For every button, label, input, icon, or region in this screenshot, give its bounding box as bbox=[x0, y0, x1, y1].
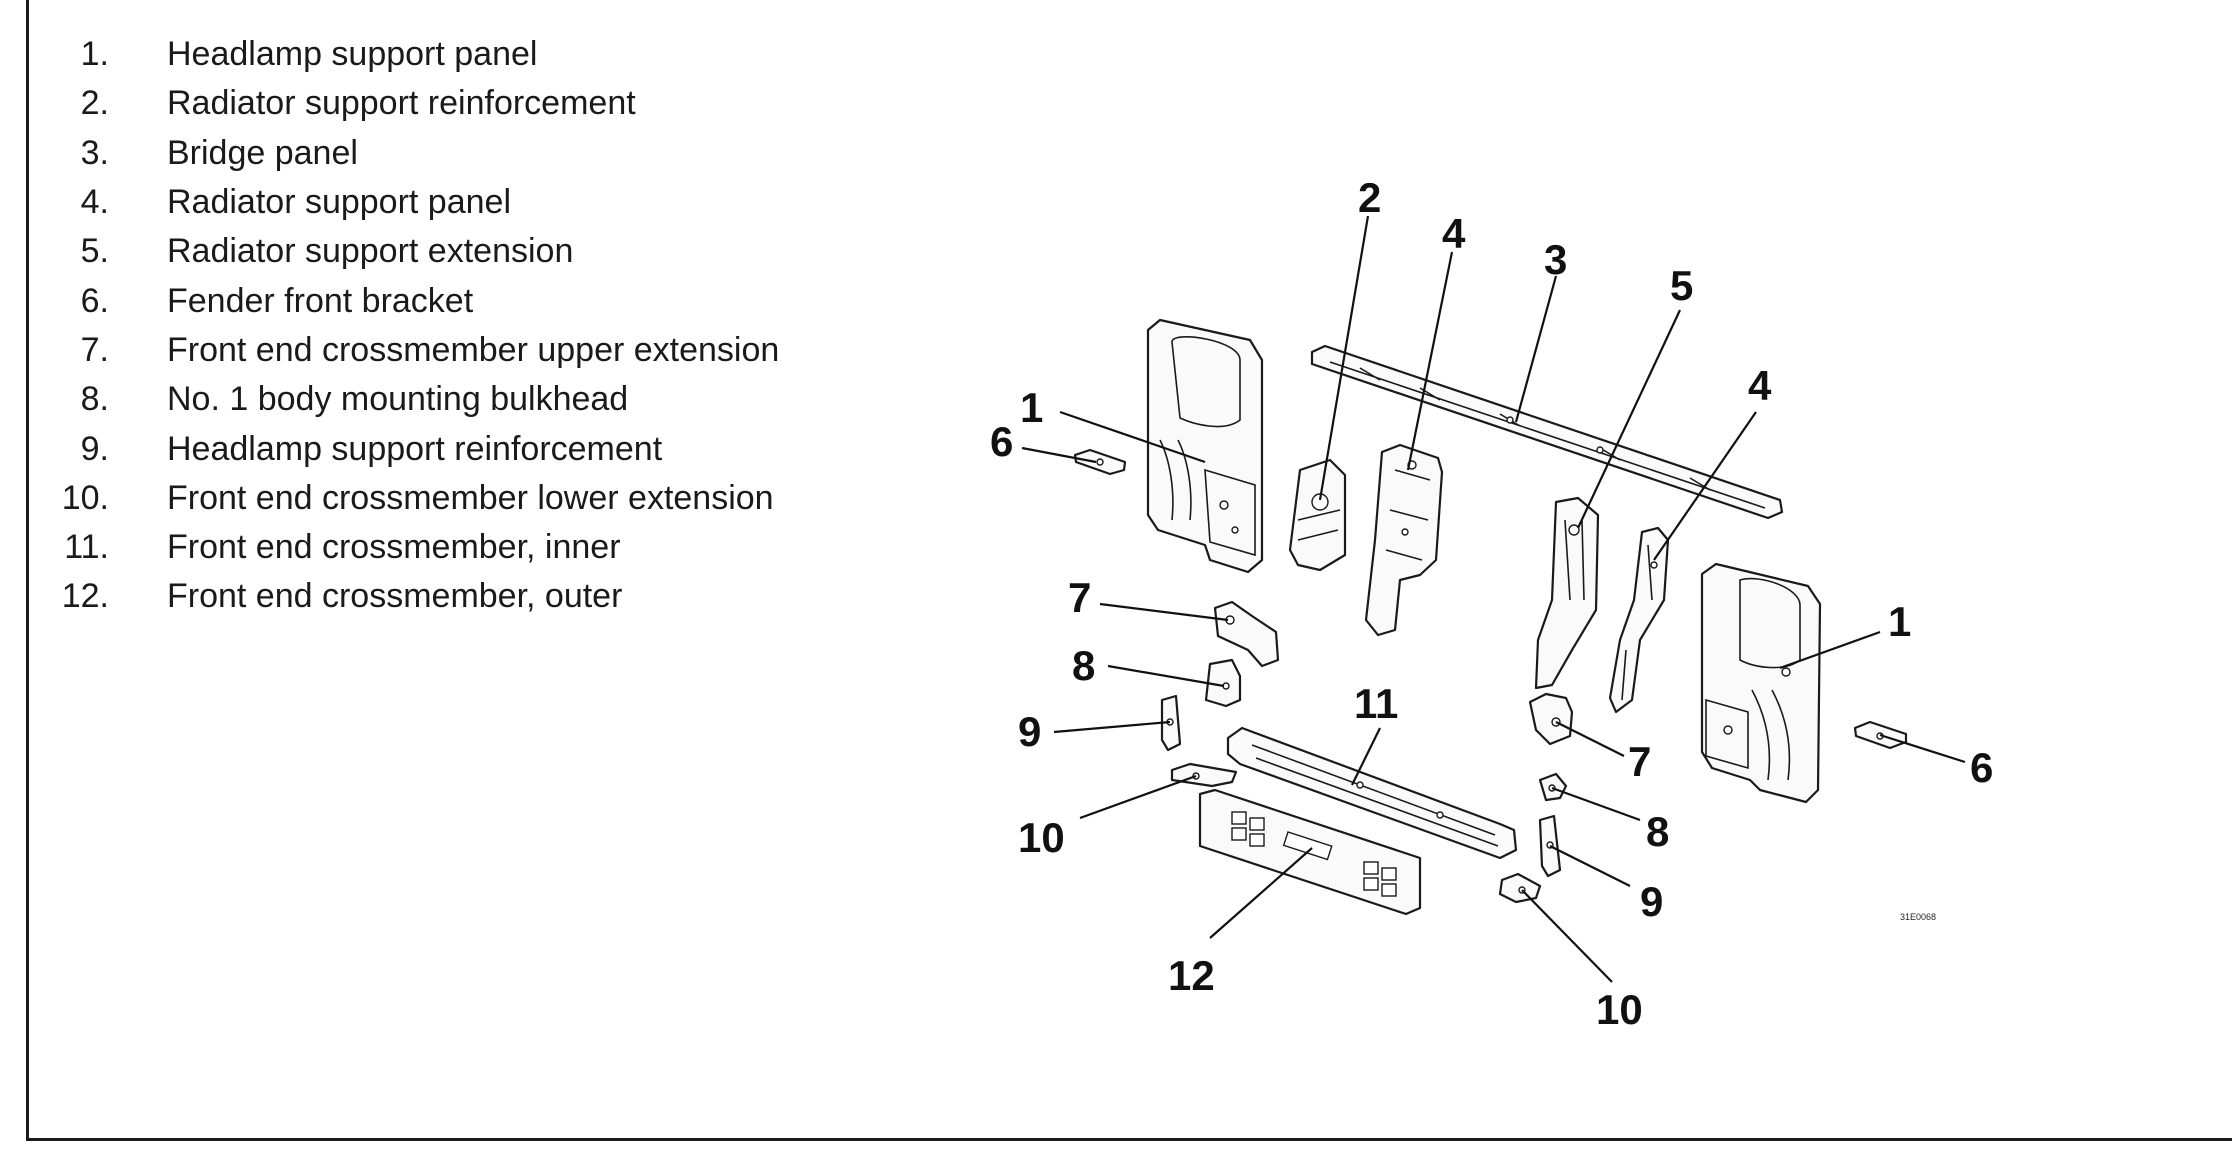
legend-item: 3. Bridge panel bbox=[55, 129, 779, 178]
legend-label: Radiator support extension bbox=[167, 232, 574, 271]
legend-item: 7. Front end crossmember upper extension bbox=[55, 326, 780, 375]
callout-3: 3 bbox=[1544, 236, 1567, 283]
callout-labels: 1 1 2 3 4 4 5 6 6 7 7 8 8 9 9 10 10 11 1… bbox=[990, 174, 1993, 1033]
body-mounting-bulkhead-left-part bbox=[1204, 658, 1242, 708]
callout-9-left: 9 bbox=[1018, 708, 1041, 755]
legend-label: Radiator support reinforcement bbox=[167, 84, 636, 123]
radiator-support-reinforcement-part bbox=[1288, 458, 1347, 572]
legend-label: Fender front bracket bbox=[167, 281, 474, 320]
legend-number: 7. bbox=[80, 330, 109, 369]
crossmember-lower-extension-left-part bbox=[1170, 762, 1238, 788]
legend-number: 4. bbox=[80, 183, 109, 222]
figure-code: 31E0068 bbox=[1900, 912, 1936, 922]
bridge-panel-part bbox=[1310, 344, 1784, 520]
legend-number: 2. bbox=[80, 84, 109, 123]
callout-4-right: 4 bbox=[1748, 362, 1772, 409]
fender-front-bracket-left-part bbox=[1073, 448, 1127, 476]
callout-10-right: 10 bbox=[1596, 986, 1643, 1033]
headlamp-support-panel-right-part bbox=[1700, 562, 1822, 804]
legend-number: 1. bbox=[80, 35, 109, 74]
callout-12: 12 bbox=[1168, 952, 1215, 999]
leader-7-left bbox=[1099, 602, 1229, 622]
legend-label: Front end crossmember upper extension bbox=[167, 330, 780, 369]
radiator-support-panel-right-part bbox=[1608, 526, 1670, 714]
headlamp-support-reinforcement-left-part bbox=[1160, 694, 1182, 752]
leader-4-right bbox=[1653, 411, 1757, 561]
crossmember-inner-part bbox=[1226, 726, 1518, 860]
legend-label: Radiator support panel bbox=[167, 183, 512, 222]
leader-8-left bbox=[1107, 664, 1225, 688]
callout-5: 5 bbox=[1670, 262, 1693, 309]
radiator-support-extension-part bbox=[1534, 496, 1600, 690]
legend-item: 12. Front end crossmember, outer bbox=[55, 572, 779, 621]
legend-item: 4. Radiator support panel bbox=[55, 178, 779, 227]
callout-1-right: 1 bbox=[1888, 598, 1911, 645]
legend-item: 5. Radiator support extension bbox=[55, 227, 779, 276]
callout-6-left: 6 bbox=[990, 418, 1013, 465]
leader-6-right bbox=[1879, 733, 1966, 764]
callout-10-left: 10 bbox=[1018, 814, 1065, 861]
legend-number: 8. bbox=[80, 380, 109, 419]
callout-7-right: 7 bbox=[1628, 738, 1651, 785]
legend-number: 9. bbox=[80, 429, 109, 468]
legend-number: 5. bbox=[80, 232, 109, 271]
legend-item: 8. No. 1 body mounting bulkhead bbox=[55, 375, 779, 424]
leader-8-right bbox=[1551, 786, 1641, 822]
leader-1-right bbox=[1779, 630, 1881, 670]
legend-item: 10. Front end crossmember lower extension bbox=[55, 474, 779, 523]
legend-number: 11. bbox=[64, 528, 109, 567]
radiator-support-panel-left-part bbox=[1364, 443, 1444, 637]
headlamp-support-panel-left-part bbox=[1146, 318, 1264, 574]
frame-bottom-border bbox=[26, 1138, 2232, 1141]
leader-9-right bbox=[1549, 845, 1631, 887]
callout-4-left: 4 bbox=[1442, 210, 1466, 257]
body-mounting-bulkhead-right-part bbox=[1538, 772, 1568, 802]
leader-9-left bbox=[1053, 720, 1171, 734]
legend-number: 6. bbox=[80, 281, 109, 320]
crossmember-lower-extension-right-part bbox=[1498, 872, 1542, 904]
leader-4-left bbox=[1406, 251, 1454, 471]
legend-item: 2. Radiator support reinforcement bbox=[55, 79, 779, 128]
leader-1-left bbox=[1059, 410, 1206, 464]
legend-item: 6. Fender front bracket bbox=[55, 276, 779, 325]
legend-label: Headlamp support panel bbox=[167, 35, 538, 74]
legend-item: 11. Front end crossmember, inner bbox=[55, 523, 779, 572]
leader-11 bbox=[1351, 727, 1381, 786]
leader-lines bbox=[1021, 215, 1966, 983]
leader-10-right bbox=[1521, 889, 1613, 983]
leader-3 bbox=[1514, 275, 1558, 423]
legend-label: Front end crossmember lower extension bbox=[167, 478, 774, 517]
legend-label: Front end crossmember, outer bbox=[167, 577, 623, 616]
leader-12 bbox=[1209, 847, 1313, 939]
legend-label: Headlamp support reinforcement bbox=[167, 429, 663, 468]
legend-item: 9. Headlamp support reinforcement bbox=[55, 424, 779, 473]
callout-11: 11 bbox=[1354, 680, 1398, 727]
crossmember-upper-extension-left-part bbox=[1213, 600, 1280, 668]
frame-left-border bbox=[26, 0, 29, 1141]
legend-label: Front end crossmember, inner bbox=[167, 528, 621, 567]
leader-2 bbox=[1318, 215, 1370, 501]
legend-number: 10. bbox=[61, 478, 109, 517]
legend-number: 3. bbox=[80, 133, 109, 172]
legend-item: 1. Headlamp support panel bbox=[55, 30, 779, 79]
callout-7-left: 7 bbox=[1068, 574, 1091, 621]
crossmember-upper-extension-right-part bbox=[1528, 692, 1574, 746]
legend-label: No. 1 body mounting bulkhead bbox=[167, 380, 629, 419]
leader-10-left bbox=[1079, 774, 1197, 820]
callout-9-right: 9 bbox=[1640, 878, 1663, 925]
callout-8-right: 8 bbox=[1646, 808, 1669, 855]
callout-6-right: 6 bbox=[1970, 744, 1993, 791]
parts-legend: 1. Headlamp support panel 2. Radiator supp… bbox=[55, 30, 780, 622]
legend-label: Bridge panel bbox=[167, 133, 358, 172]
callout-1-left: 1 bbox=[1020, 384, 1043, 431]
leader-6-left bbox=[1021, 446, 1097, 464]
crossmember-outer-part bbox=[1198, 788, 1422, 916]
callout-2: 2 bbox=[1358, 174, 1381, 221]
legend-number: 12. bbox=[61, 577, 109, 616]
leader-5 bbox=[1577, 309, 1681, 529]
callout-8-left: 8 bbox=[1072, 642, 1095, 689]
leader-7-right bbox=[1555, 721, 1625, 757]
